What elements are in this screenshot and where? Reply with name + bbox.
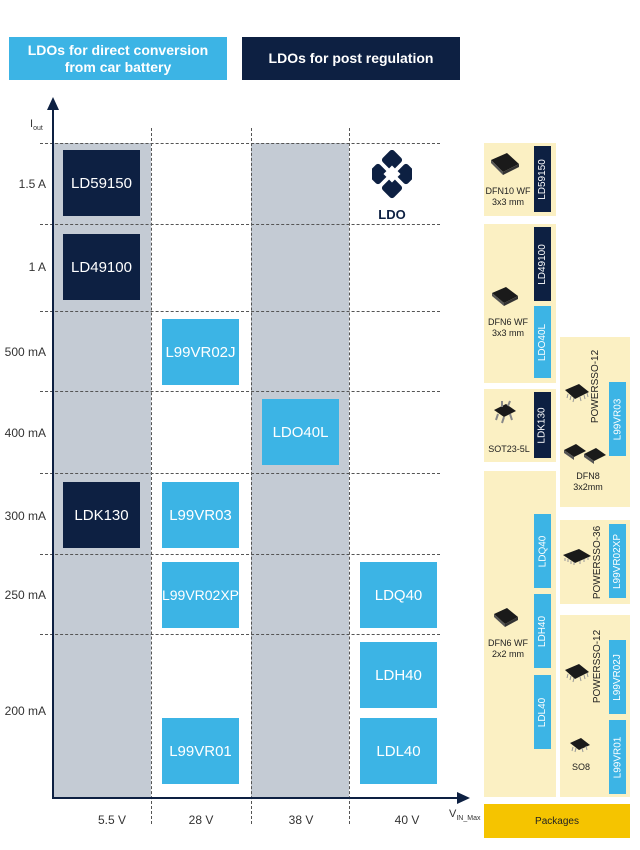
tab-ldk130[interactable]: LDK130 — [534, 392, 551, 458]
tab-l99vr03-label: L99VR03 — [612, 398, 624, 440]
y-axis-title-main: I — [30, 118, 34, 130]
device-ldo40l[interactable]: LDO40L — [262, 399, 339, 465]
tab-ld49100[interactable]: LD49100 — [534, 227, 551, 301]
x-tick-label: 28 V — [188, 813, 214, 827]
powersso12-chip-icon — [562, 380, 592, 411]
tab-ldo40l[interactable]: LDO40L — [534, 306, 551, 378]
ldo-logo-text: LDO — [378, 207, 406, 222]
device-ldl40[interactable]: LDL40 — [360, 718, 437, 784]
grid-line-h — [40, 143, 440, 144]
package-label-powersso12-b-text: POWERSSO-12 — [592, 629, 604, 703]
tab-l99vr02j-label: L99VR02J — [612, 653, 624, 701]
ldo-logo: LDO — [367, 149, 417, 222]
x-axis-title-main: V — [449, 808, 457, 820]
direct-conversion-header: LDOs for direct conversion from car batt… — [9, 37, 227, 80]
device-l99vr01[interactable]: L99VR01 — [162, 718, 239, 784]
tab-ldl40-label: LDL40 — [537, 697, 548, 727]
tab-ld59150-label: LD59150 — [537, 158, 548, 200]
post-regulation-header: LDOs for post regulation — [242, 37, 460, 80]
packages-legend: Packages — [484, 804, 630, 838]
grid-line-h — [40, 224, 440, 225]
device-l99vr03[interactable]: L99VR03 — [162, 482, 239, 548]
grid-line-v — [251, 128, 252, 824]
tab-ldo40l-label: LDO40L — [537, 323, 548, 361]
dfn6-2x2-chip-icon — [490, 604, 522, 637]
dfn10-chip-icon — [487, 150, 521, 185]
grid-line-v — [151, 128, 152, 824]
grid-line-h — [40, 311, 440, 312]
tab-l99vr02xp[interactable]: L99VR02XP — [609, 524, 626, 598]
tab-ldh40-label: LDH40 — [537, 615, 549, 647]
device-ldk130[interactable]: LDK130 — [63, 482, 140, 548]
so8-chip-icon — [567, 735, 593, 762]
package-label-dfn10: DFN10 WF 3x3 mm — [485, 186, 531, 207]
x-tick-label: 5.5 V — [97, 813, 127, 827]
tab-l99vr01[interactable]: L99VR01 — [609, 720, 626, 794]
device-ld49100[interactable]: LD49100 — [63, 234, 140, 300]
device-l99vr02j[interactable]: L99VR02J — [162, 319, 239, 385]
dfn8-chip-icon — [562, 440, 608, 473]
y-tick-label: 400 mA — [4, 426, 46, 440]
x-axis-title-sub: IN_Max — [456, 815, 481, 823]
package-label-powersso12-a: POWERSSO-12 — [588, 340, 604, 432]
tab-l99vr02j[interactable]: L99VR02J — [609, 640, 626, 714]
y-tick-label: 1.5 A — [18, 177, 46, 191]
package-label-dfn6-2x2: DFN6 WF 2x2 mm — [488, 638, 528, 659]
grid-line-h — [40, 473, 440, 474]
package-label-sot23: SOT23-5L — [488, 444, 530, 454]
ldo-logo-icon — [367, 149, 417, 199]
y-tick-label: 250 mA — [4, 588, 46, 602]
y-tick-label: 200 mA — [4, 704, 46, 718]
tab-ldl40[interactable]: LDL40 — [534, 675, 551, 749]
dfn6-3x3-chip-icon — [488, 283, 522, 316]
tab-ldq40[interactable]: LDQ40 — [534, 514, 551, 588]
x-tick-label: 40 V — [394, 813, 420, 827]
device-l99vr02xp[interactable]: L99VR02XP — [162, 562, 239, 628]
package-label-powersso36-text: POWERSSO-36 — [592, 525, 604, 599]
package-label-dfn6-3x3: DFN6 WF 3x3 mm — [488, 317, 528, 338]
sot23-chip-icon — [490, 398, 520, 431]
tab-ldq40-label: LDQ40 — [537, 535, 548, 567]
axes — [47, 97, 470, 804]
y-axis-title: Iout — [30, 118, 43, 132]
x-tick-label: 38 V — [288, 813, 314, 827]
grid-line-h — [40, 391, 440, 392]
package-label-dfn8: DFN8 3x2mm — [573, 471, 603, 492]
grid-line-v — [349, 128, 350, 824]
post-regulation-header-label: LDOs for post regulation — [268, 50, 434, 66]
tab-l99vr03[interactable]: L99VR03 — [609, 382, 626, 456]
tab-l99vr01-label: L99VR01 — [612, 736, 624, 778]
tab-ld59150[interactable]: LD59150 — [534, 146, 551, 212]
y-tick-label: 1 A — [28, 260, 46, 274]
device-ldh40[interactable]: LDH40 — [360, 642, 437, 708]
y-tick-label: 300 mA — [4, 509, 46, 523]
tab-ldh40[interactable]: LDH40 — [534, 594, 551, 668]
powersso12b-chip-icon — [562, 660, 592, 691]
direct-conversion-header-label: LDOs for direct conversion from car batt… — [27, 41, 209, 75]
tab-ldk130-label: LDK130 — [537, 406, 549, 444]
y-tick-label: 500 mA — [4, 345, 46, 359]
grid-line-h — [40, 634, 440, 635]
x-axis-title: VIN_Max — [449, 808, 480, 822]
package-label-powersso36: POWERSSO-36 — [590, 524, 606, 600]
powersso36-chip-icon — [561, 546, 593, 575]
package-label-powersso12-a-text: POWERSSO-12 — [590, 349, 602, 423]
package-label-powersso12-b: POWERSSO-12 — [590, 620, 606, 712]
grid-line-h — [40, 554, 440, 555]
tab-l99vr02xp-label: L99VR02XP — [612, 533, 624, 589]
tab-ld49100-label: LD49100 — [537, 243, 548, 285]
device-ldq40[interactable]: LDQ40 — [360, 562, 437, 628]
y-axis-title-sub: out — [33, 125, 43, 133]
package-label-so8: SO8 — [571, 762, 590, 772]
packages-legend-label: Packages — [535, 815, 579, 827]
column-38v-background — [251, 143, 349, 797]
device-ld59150[interactable]: LD59150 — [63, 150, 140, 216]
